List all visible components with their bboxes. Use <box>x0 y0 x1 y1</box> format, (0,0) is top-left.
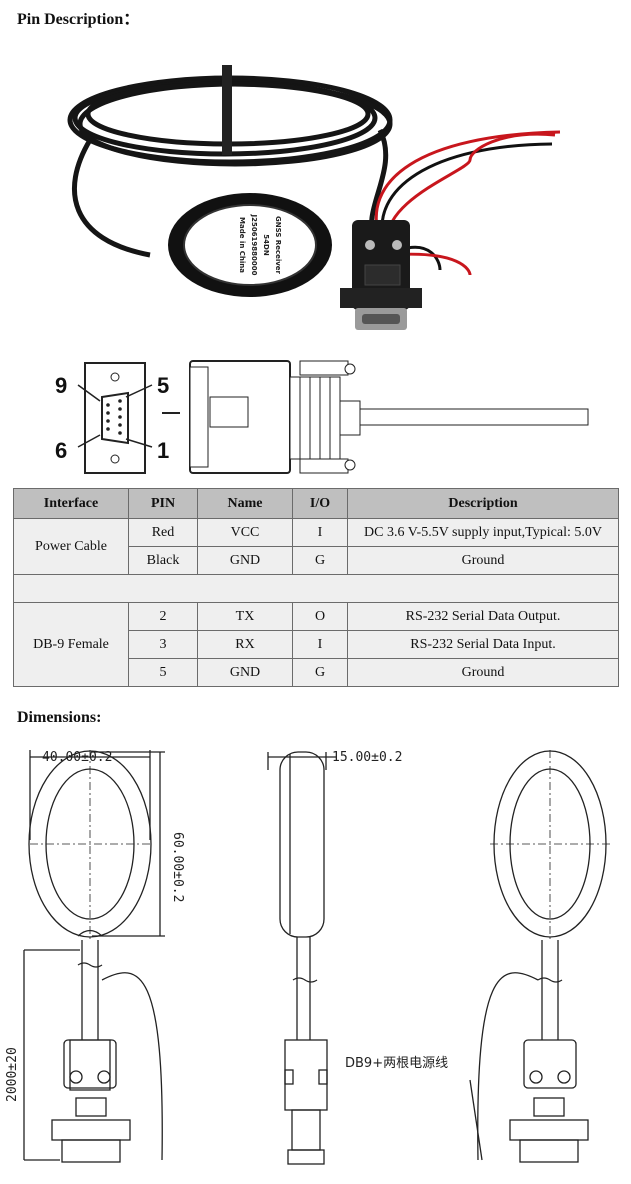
name-cell: GND <box>197 658 293 687</box>
dim-height: 60.00±0.2 <box>170 832 185 902</box>
pin-cell: 3 <box>128 630 198 659</box>
description-cell: Ground <box>347 658 619 687</box>
pin-cell: Red <box>128 518 198 547</box>
pin-table: Interface PIN Name I/O Description Power… <box>13 488 619 687</box>
separator-row <box>13 574 619 603</box>
dimensions-heading: Dimensions: <box>17 709 102 726</box>
pin-label-5: 5 <box>157 373 169 398</box>
label-line2: 54DN <box>262 234 270 256</box>
table-row: 3 RX I RS-232 Serial Data Input. <box>14 630 619 659</box>
description-cell: Ground <box>347 546 619 575</box>
col-pin: PIN <box>128 488 198 519</box>
table-row: 5 GND G Ground <box>14 658 619 687</box>
col-io: I/O <box>292 488 348 519</box>
dim-cable-length: 2000±20 <box>5 1047 20 1102</box>
col-name: Name <box>197 488 293 519</box>
dimension-drawing: 40.00±0.2 60.00±0.2 15.00±0.2 2000±20 DB… <box>5 750 610 1165</box>
product-photo: GNSS Receiver 54DN J250619880000 Made in… <box>67 65 561 330</box>
col-description: Description <box>347 488 619 519</box>
label-line1: GNSS Receiver <box>274 216 282 275</box>
description-cell: RS-232 Serial Data Output. <box>347 602 619 631</box>
description-cell: RS-232 Serial Data Input. <box>347 630 619 659</box>
interface-cell: DB-9 Female <box>13 602 129 687</box>
pin-label-1: 1 <box>157 438 169 463</box>
name-cell: VCC <box>197 518 293 547</box>
io-cell: G <box>292 658 348 687</box>
name-cell: GND <box>197 546 293 575</box>
name-cell: RX <box>197 630 293 659</box>
label-line4: Made in China <box>238 217 246 273</box>
col-interface: Interface <box>13 488 129 519</box>
interface-cell: Power Cable <box>13 518 129 575</box>
io-cell: G <box>292 546 348 575</box>
pin-cell: Black <box>128 546 198 575</box>
dim-thickness: 15.00±0.2 <box>332 750 402 765</box>
label-line3: J250619880000 <box>250 213 258 275</box>
io-cell: I <box>292 630 348 659</box>
dim-width: 40.00±0.2 <box>42 750 112 765</box>
pin-description-heading: Pin Description： <box>17 11 140 28</box>
name-cell: TX <box>197 602 293 631</box>
db9-pinout-diagram: 9 5 6 1 <box>55 360 589 474</box>
cable-note: DB9+两根电源线 <box>345 1056 448 1071</box>
io-cell: O <box>292 602 348 631</box>
pin-label-9: 9 <box>55 373 67 398</box>
pin-cell: 2 <box>128 602 198 631</box>
table-row: Power Cable Red VCC I DC 3.6 V-5.5V supp… <box>13 518 619 575</box>
description-cell: DC 3.6 V-5.5V supply input,Typical: 5.0V <box>347 518 619 547</box>
table-row: DB-9 Female 2 TX O RS-232 Serial Data Ou… <box>13 602 619 687</box>
io-cell: I <box>292 518 348 547</box>
pin-label-6: 6 <box>55 438 67 463</box>
pin-cell: 5 <box>128 658 198 687</box>
